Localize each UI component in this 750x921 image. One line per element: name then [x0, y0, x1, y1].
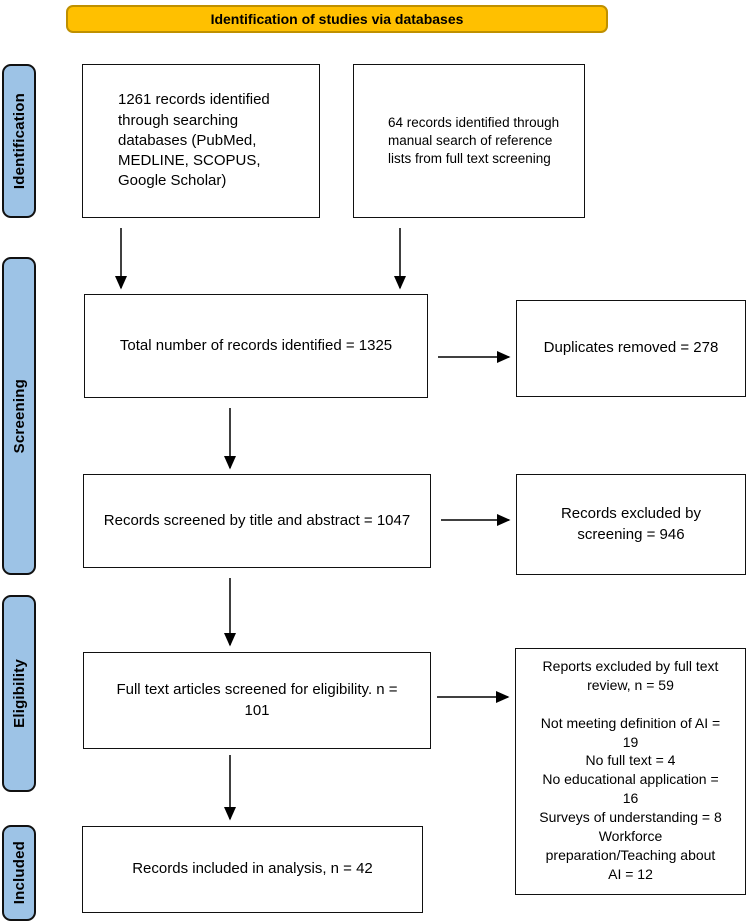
title-banner: Identification of studies via databases — [66, 5, 608, 33]
stage-identification-label: Identification — [10, 92, 28, 190]
stage-screening: Screening — [2, 257, 36, 575]
box-database-records-text: 1261 records identified through searchin… — [118, 91, 270, 190]
box-included-in-analysis-text: Records included in analysis, n = 42 — [132, 860, 373, 878]
box-full-text-excluded-text: Reports excluded by full text review, n … — [539, 658, 722, 882]
box-included-in-analysis: Records included in analysis, n = 42 — [82, 826, 423, 913]
box-records-screened: Records screened by title and abstract =… — [83, 474, 431, 568]
box-total-identified: Total number of records identified = 132… — [84, 294, 428, 398]
box-manual-search-records-text: 64 records identified through manual sea… — [388, 114, 560, 167]
box-full-text-screened: Full text articles screened for eligibil… — [83, 652, 431, 749]
stage-included: Included — [2, 825, 36, 921]
box-excluded-by-screening-text: Records excluded by screening = 946 — [560, 505, 702, 543]
box-full-text-screened-text: Full text articles screened for eligibil… — [116, 681, 398, 719]
stage-eligibility-label: Eligibility — [10, 659, 28, 728]
box-manual-search-records: 64 records identified through manual sea… — [353, 64, 585, 218]
stage-eligibility: Eligibility — [2, 595, 36, 792]
title-banner-label: Identification of studies via databases — [210, 11, 464, 27]
box-duplicates-removed: Duplicates removed = 278 — [516, 300, 746, 397]
box-database-records: 1261 records identified through searchin… — [82, 64, 320, 218]
box-excluded-by-screening: Records excluded by screening = 946 — [516, 474, 746, 575]
box-full-text-excluded: Reports excluded by full text review, n … — [515, 648, 746, 895]
stage-included-label: Included — [10, 841, 28, 905]
stage-screening-label: Screening — [10, 378, 28, 454]
box-total-identified-text: Total number of records identified = 132… — [119, 336, 393, 354]
box-duplicates-removed-text: Duplicates removed = 278 — [543, 339, 719, 357]
stage-identification: Identification — [2, 64, 36, 218]
box-records-screened-text: Records screened by title and abstract =… — [103, 511, 411, 529]
